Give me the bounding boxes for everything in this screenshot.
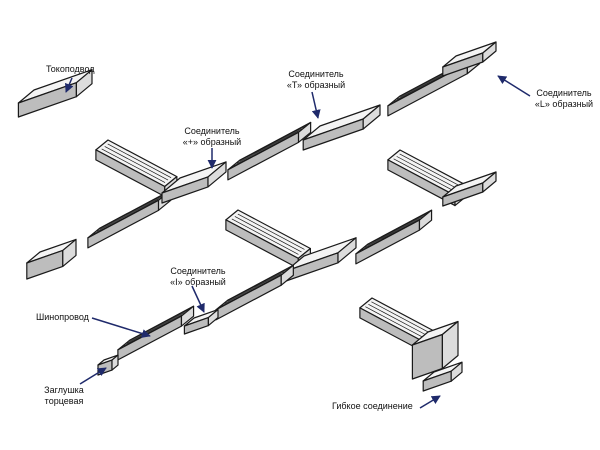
arrow-connector-l <box>497 75 531 97</box>
flexible-joint <box>411 320 459 380</box>
feed-left <box>26 238 77 280</box>
connector-plus <box>161 161 227 204</box>
busbar-upper-left <box>95 139 178 198</box>
end-cap <box>97 354 119 376</box>
label-connector-plus-line2: «+» образный <box>182 137 242 147</box>
busbar-left-mid <box>87 189 172 249</box>
label-connector-l-line1: Соединитель <box>536 88 592 98</box>
label-connector-i-line1: Соединитель <box>170 266 226 276</box>
connector-i <box>183 309 219 335</box>
label-connector-plus-line1: Соединитель <box>184 126 240 136</box>
label-connector-t-line2: «Т» образный <box>286 80 346 90</box>
busbar-upper-mid <box>227 121 312 181</box>
label-flexible-connection: Гибкое соединение <box>332 401 413 411</box>
label-tokopodvod: Токоподвод <box>46 64 95 74</box>
busbar-lower-left <box>117 305 195 361</box>
arrow-tokopodvod <box>65 77 74 93</box>
label-busbar: Шинопровод <box>36 312 89 322</box>
arrow-flexible <box>419 395 441 409</box>
connector-l-top <box>442 41 497 77</box>
arrow-end-cap <box>79 367 107 385</box>
label-connector-t-line1: Соединитель <box>288 69 344 79</box>
connector-l-lower-right <box>442 171 497 207</box>
flexible-end <box>422 361 463 392</box>
busbar-right-upper <box>355 209 433 265</box>
label-connector-l-line2: «L» образный <box>534 99 594 109</box>
label-end-cap-line1: Заглушка <box>44 385 84 395</box>
arrow-busbar <box>91 317 151 338</box>
label-connector-i-line2: «I» образный <box>170 277 226 287</box>
label-end-cap-line2: торцевая <box>44 396 84 406</box>
arrow-connector-i <box>191 285 205 313</box>
connector-t <box>302 104 381 151</box>
tokopodvod-part <box>17 69 93 118</box>
arrow-connector-t <box>311 91 321 119</box>
busbar-center-diag <box>225 209 312 269</box>
